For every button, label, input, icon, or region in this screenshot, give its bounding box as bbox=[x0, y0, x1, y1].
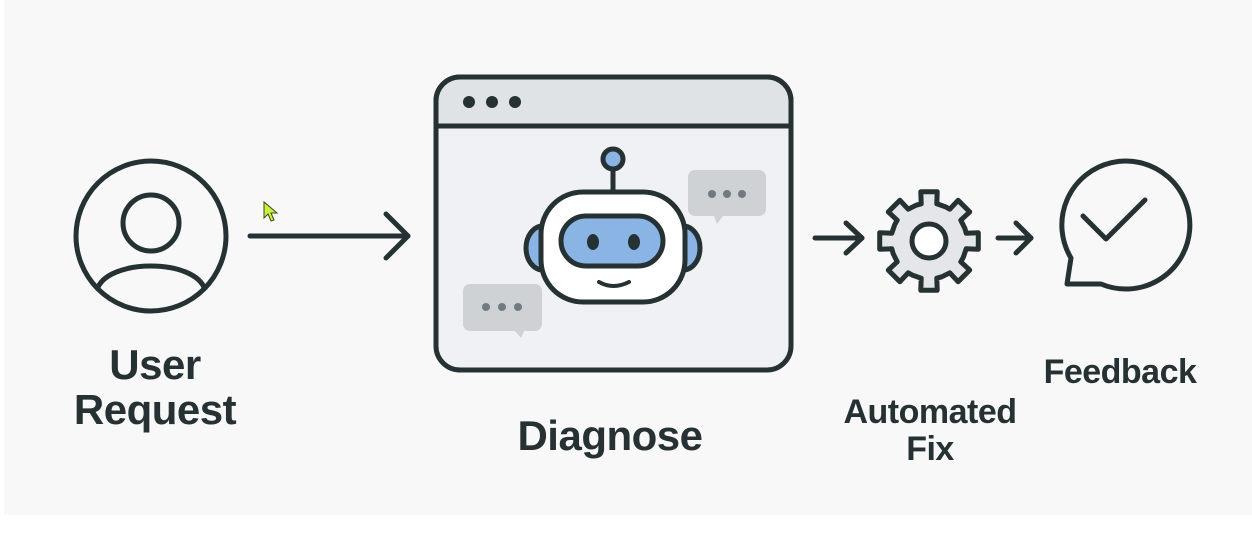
chat-bubble-icon bbox=[688, 170, 766, 224]
mouse-cursor-icon bbox=[263, 200, 279, 222]
arrow-right-icon bbox=[812, 220, 865, 256]
window-dot bbox=[486, 96, 498, 108]
step-label-automated-fix: Automated Fix bbox=[843, 393, 1017, 468]
chat-bubble-icon bbox=[463, 284, 542, 338]
checkmark-speech-bubble-icon bbox=[1059, 158, 1193, 292]
step-label-diagnose: Diagnose bbox=[517, 412, 703, 459]
step-label-user-request: User Request bbox=[73, 341, 237, 434]
chatbot-window-icon bbox=[433, 74, 794, 373]
arrow-right-icon bbox=[247, 211, 411, 261]
window-dot bbox=[509, 96, 521, 108]
window-dot bbox=[463, 96, 475, 108]
user-avatar-icon bbox=[73, 158, 229, 314]
gear-icon bbox=[877, 189, 981, 293]
arrow-right-icon bbox=[995, 220, 1034, 256]
step-label-feedback: Feedback bbox=[1043, 353, 1197, 391]
robot-icon bbox=[523, 146, 703, 305]
